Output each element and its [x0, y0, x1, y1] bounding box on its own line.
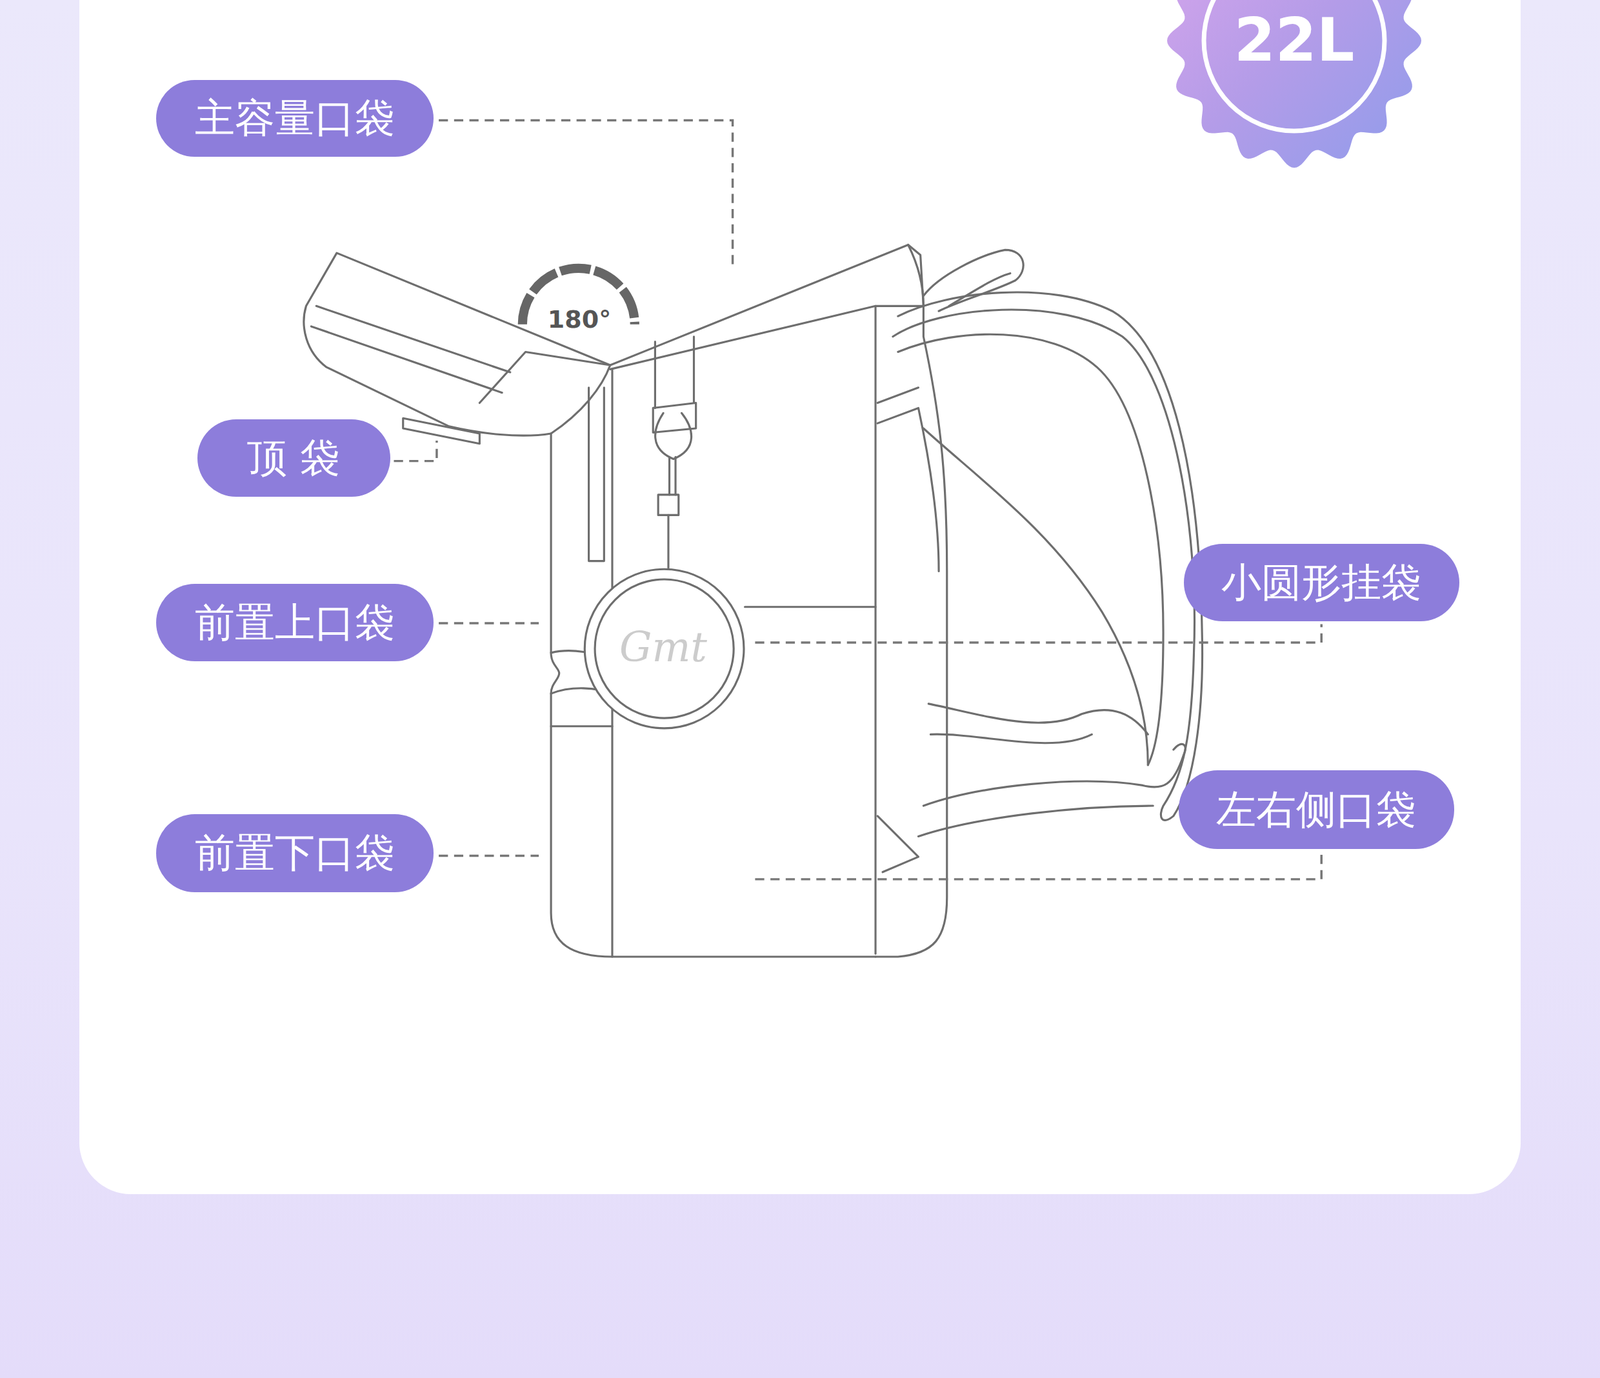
- angle-label: 180°: [547, 307, 611, 332]
- pocket-name: 小圆形挂袋: [1221, 562, 1422, 603]
- capacity-badge: 22L: [1158, 0, 1430, 177]
- capacity-text: 22L: [1234, 10, 1355, 71]
- callout-pill: 顶 袋: [197, 419, 391, 497]
- callout-pill: 小圆形挂袋: [1183, 543, 1460, 622]
- callout-pill: 前置上口袋: [156, 583, 434, 662]
- callout-pill: 主容量口袋: [156, 80, 434, 157]
- pocket-name: 前置下口袋: [194, 832, 395, 873]
- callout-pill: 左右侧口袋: [1178, 770, 1455, 850]
- pocket-name: 主容量口袋: [194, 98, 395, 139]
- pocket-name: 前置上口袋: [194, 602, 395, 643]
- callout-pill: 前置下口袋: [156, 814, 434, 893]
- svg-text:Gmt: Gmt: [619, 623, 708, 671]
- pocket-name: 顶 袋: [247, 438, 340, 479]
- pocket-name: 左右侧口袋: [1216, 789, 1417, 830]
